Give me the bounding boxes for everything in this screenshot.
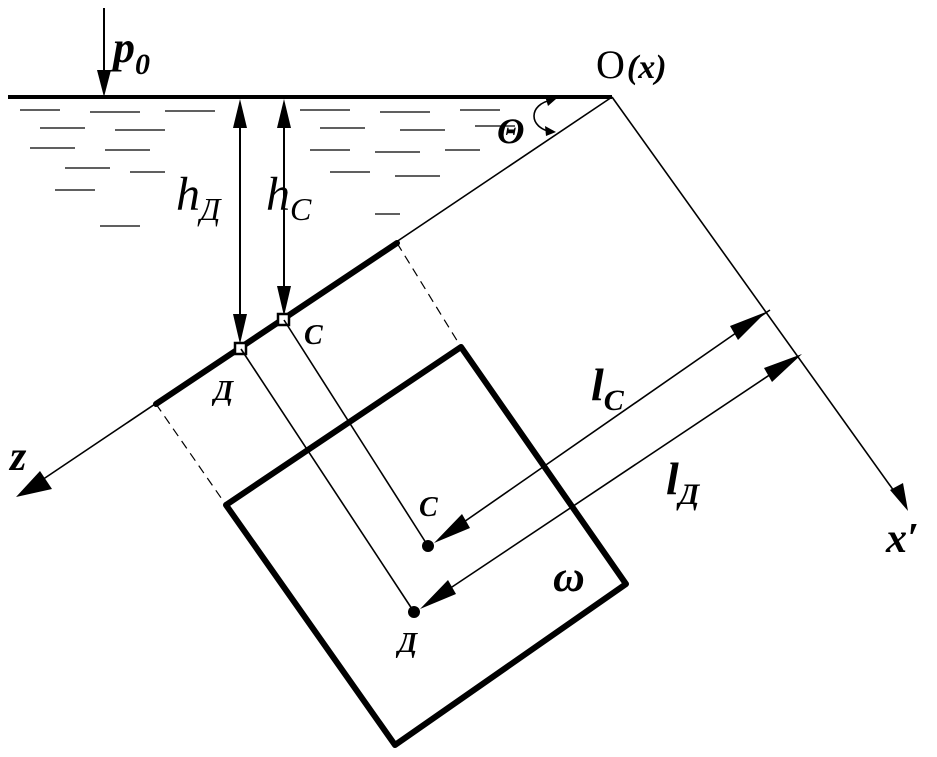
axis-x-prime	[611, 96, 905, 506]
projection-dash-top	[396, 242, 462, 348]
point-c-on-plate	[422, 540, 434, 552]
point-d-on-axis	[233, 341, 248, 356]
area-label: ω	[553, 552, 585, 601]
h-c-label: hC	[266, 168, 312, 227]
pressure-arrowhead	[97, 70, 111, 97]
l-c-label: lC	[591, 359, 625, 417]
point-d-axis-label: Д	[211, 376, 234, 407]
projection-dash-bottom	[155, 403, 227, 506]
origin-label: O(x)	[596, 42, 667, 87]
h-d-label: hД	[176, 168, 222, 227]
point-c-plate-label: C	[419, 492, 438, 523]
z-arrowhead	[16, 471, 52, 497]
point-d-on-plate	[408, 606, 420, 618]
plate-edge-view	[153, 240, 400, 407]
point-d-plate-label: Д	[395, 628, 418, 659]
z-axis-label: z	[8, 434, 27, 480]
l-c-extension	[745, 309, 771, 327]
angle-arrowhead	[545, 126, 556, 136]
water-hatching	[20, 109, 515, 227]
c-projection-line	[283, 319, 429, 547]
x-prime-arrowhead	[890, 483, 908, 511]
l-d-label: lД	[666, 453, 701, 511]
l-d-arrow	[433, 367, 781, 600]
plate-outline	[223, 344, 629, 748]
x-prime-label: x′	[885, 516, 919, 562]
l-c-arrow	[447, 325, 747, 534]
pressure-label: p0	[109, 23, 150, 81]
point-c-axis-label: C	[304, 320, 323, 351]
d-projection-line	[240, 348, 415, 613]
angle-label: Θ	[497, 111, 524, 151]
point-c-on-axis	[276, 312, 291, 327]
